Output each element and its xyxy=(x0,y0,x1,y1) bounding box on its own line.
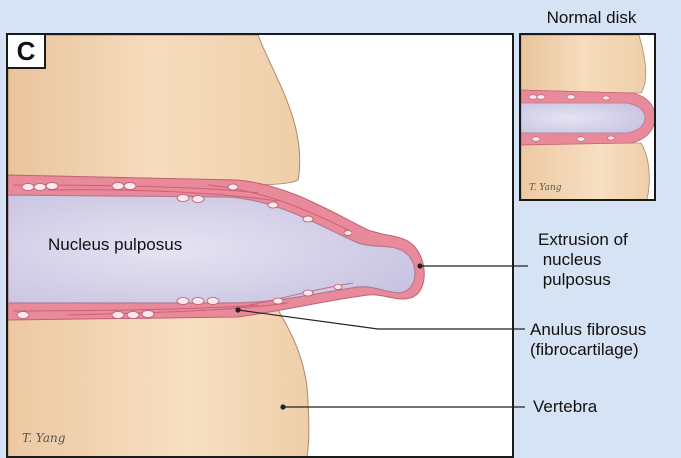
panel-letter: C xyxy=(8,35,46,69)
artist-signature: T. Yang xyxy=(22,431,65,445)
extrusion-label: Extrusion of nucleus pulposus xyxy=(538,230,628,290)
inset-artist-signature: T. Yang xyxy=(529,183,562,193)
upper-vertebra xyxy=(8,35,300,185)
inset-upper-vertebra xyxy=(521,35,646,93)
inset-title: Normal disk xyxy=(519,8,664,28)
main-illustration-panel: C Nucleus pulposus T. Yang xyxy=(6,33,514,458)
vertebra-label: Vertebra xyxy=(533,397,597,417)
normal-disk-drawing xyxy=(521,35,656,201)
inset-normal-disk-panel: T. Yang xyxy=(519,33,656,201)
nucleus-pulposus-label: Nucleus pulposus xyxy=(48,235,182,255)
anulus-fibrosus-label: Anulus fibrosus (fibrocartilage) xyxy=(530,320,646,360)
inset-nucleus xyxy=(521,103,645,133)
